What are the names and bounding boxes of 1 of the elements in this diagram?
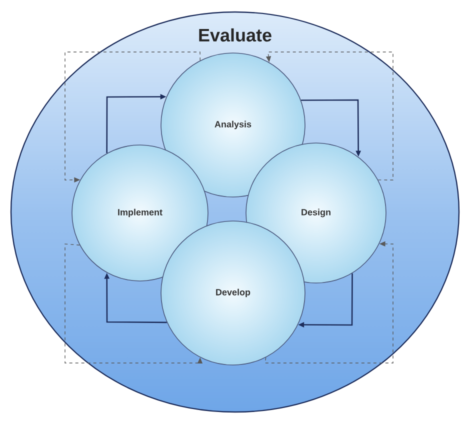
dashed-arrow (64, 52, 200, 182)
